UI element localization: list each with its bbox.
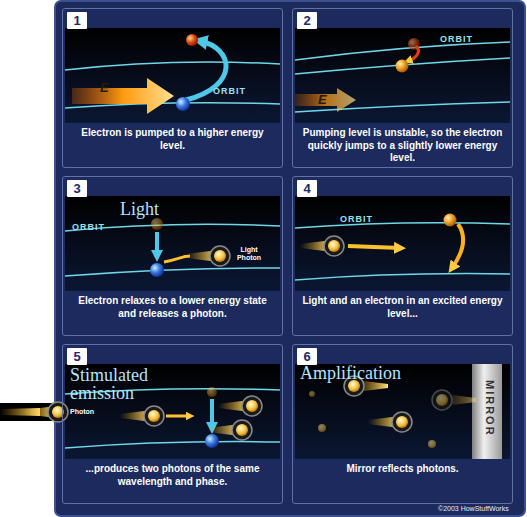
step-caption: ...produces two photons of the same wave… xyxy=(69,463,276,488)
step-panel: 1Electron is pumped to a higher energy l… xyxy=(62,8,283,168)
step-caption: Pumping level is unstable, so the electr… xyxy=(299,127,506,165)
overlay-title: Stimulated emission xyxy=(70,366,180,402)
orbit-label: ORBIT xyxy=(213,86,246,96)
orbit-label: ORBIT xyxy=(340,214,373,224)
copyright: ©2003 HowStuffWorks xyxy=(438,505,509,512)
step-caption: Electron relaxes to a lower energy state… xyxy=(69,295,276,320)
step-number: 5 xyxy=(67,348,87,365)
energy-label: E xyxy=(318,92,327,107)
step-number: 6 xyxy=(297,348,317,365)
step-caption: Light and an electron in an excited ener… xyxy=(299,295,506,320)
orbit-label: ORBIT xyxy=(72,222,105,232)
step-panel: 2Pumping level is unstable, so the elect… xyxy=(292,8,513,168)
step-caption: Mirror reflects photons. xyxy=(299,463,506,476)
overlay-title: Amplification xyxy=(300,364,401,382)
orbit-label: ORBIT xyxy=(440,34,473,44)
step-number: 1 xyxy=(67,12,87,29)
step-number: 3 xyxy=(67,180,87,197)
step-panel: 4Light and an electron in an excited ene… xyxy=(292,176,513,336)
photon-label: Photon xyxy=(70,408,94,416)
step-caption: Electron is pumped to a higher energy le… xyxy=(69,127,276,152)
photon-label: Light Photon xyxy=(232,246,266,261)
mirror-label: MIRROR xyxy=(484,380,496,437)
overlay-title: Light xyxy=(120,200,159,218)
step-number: 2 xyxy=(297,12,317,29)
energy-label: E xyxy=(100,80,109,95)
step-number: 4 xyxy=(297,180,317,197)
